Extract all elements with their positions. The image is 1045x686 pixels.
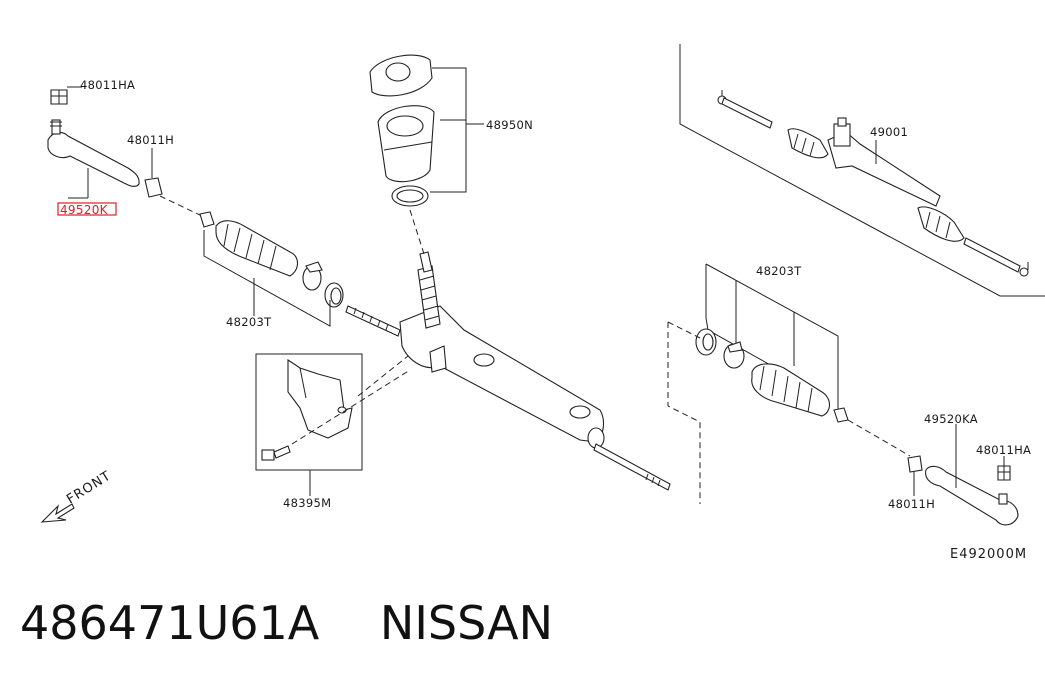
clamp-right[interactable] — [723, 341, 745, 369]
label-bushing-right: 48011H — [888, 497, 935, 511]
pinion-seal[interactable] — [391, 185, 429, 207]
ring-left[interactable] — [324, 282, 344, 308]
steering-rack[interactable] — [345, 251, 671, 491]
brand-name: NISSAN — [379, 596, 554, 650]
gear-assembly[interactable] — [717, 90, 1029, 277]
clamp-left[interactable] — [302, 261, 323, 291]
label-bushing-left: 48011H — [127, 133, 174, 147]
pinion-boot[interactable] — [377, 105, 435, 183]
label-tie-rod-end-right: 49520KA — [924, 412, 978, 426]
label-tie-rod-end-left[interactable]: 49520K — [60, 203, 109, 217]
footer: 486471U61A NISSAN — [20, 596, 553, 650]
tie-rod-end-left[interactable] — [47, 119, 140, 199]
label-nut-left: 48011HA — [80, 78, 135, 92]
label-nut-right: 48011HA — [976, 443, 1031, 457]
label-gear-assembly: 49001 — [870, 125, 908, 139]
bushing-right[interactable] — [907, 455, 923, 473]
ring-right[interactable] — [695, 328, 717, 356]
label-pinion-boot: 48950N — [486, 118, 533, 132]
boot-left[interactable] — [199, 211, 299, 277]
boot-kit-right-bracket — [705, 264, 791, 377]
label-boot-kit-right: 48203T — [756, 264, 802, 278]
label-heat-insulator: 48395M — [283, 496, 331, 510]
pinion-boot-cover[interactable] — [369, 54, 433, 97]
boot-right[interactable] — [751, 363, 849, 423]
front-arrow-icon — [40, 503, 75, 523]
front-label: FRONT — [64, 468, 114, 507]
highlight-box — [57, 202, 117, 216]
part-number: 486471U61A — [20, 596, 320, 650]
insulator-box — [255, 353, 363, 471]
nut-left[interactable] — [50, 86, 82, 105]
bushing-left[interactable] — [144, 148, 163, 198]
heat-insulator[interactable] — [287, 358, 353, 439]
nut-right[interactable] — [997, 465, 1011, 481]
diagram-code: E492000M — [950, 547, 1027, 562]
insulator-bolt[interactable] — [261, 445, 291, 461]
inset-border — [679, 44, 1045, 297]
tie-rod-end-right[interactable] — [925, 465, 1019, 526]
label-boot-kit-left: 48203T — [226, 315, 272, 329]
